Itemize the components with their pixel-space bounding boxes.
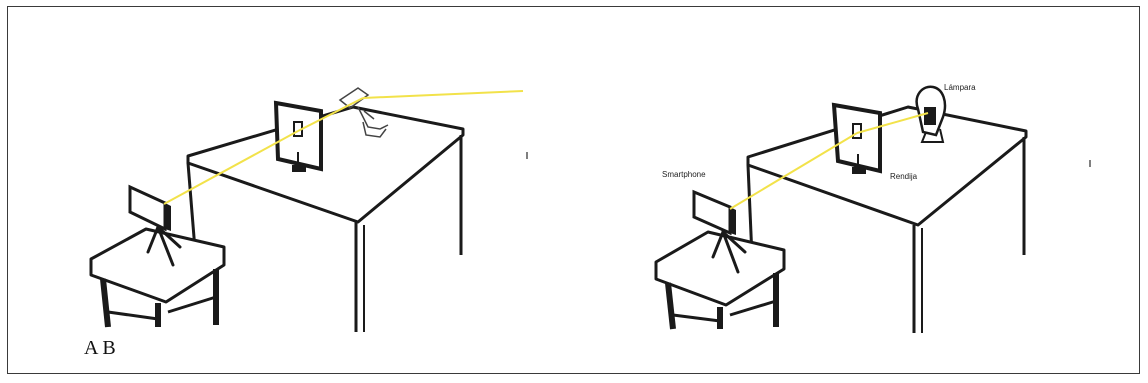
panel-a (91, 88, 527, 332)
stool-b (656, 232, 784, 329)
smartphone-b (694, 192, 736, 235)
table-a (188, 107, 463, 332)
label-smartphone: Smartphone (662, 170, 706, 179)
label-slit: Rendija (890, 172, 918, 181)
panel-labels: A B (84, 337, 116, 360)
stool-a (91, 229, 224, 327)
slit-screen-b (834, 105, 880, 174)
table-b (748, 107, 1026, 333)
label-lamp: Lámpara (944, 83, 976, 92)
figure-frame: Smartphone Rendija Lámpara A B (7, 6, 1140, 374)
figure-illustration: Smartphone Rendija Lámpara (8, 7, 1141, 375)
panel-b: Smartphone Rendija Lámpara (656, 83, 1090, 333)
smartphone-a (130, 187, 171, 231)
slit-screen-a (276, 103, 321, 172)
